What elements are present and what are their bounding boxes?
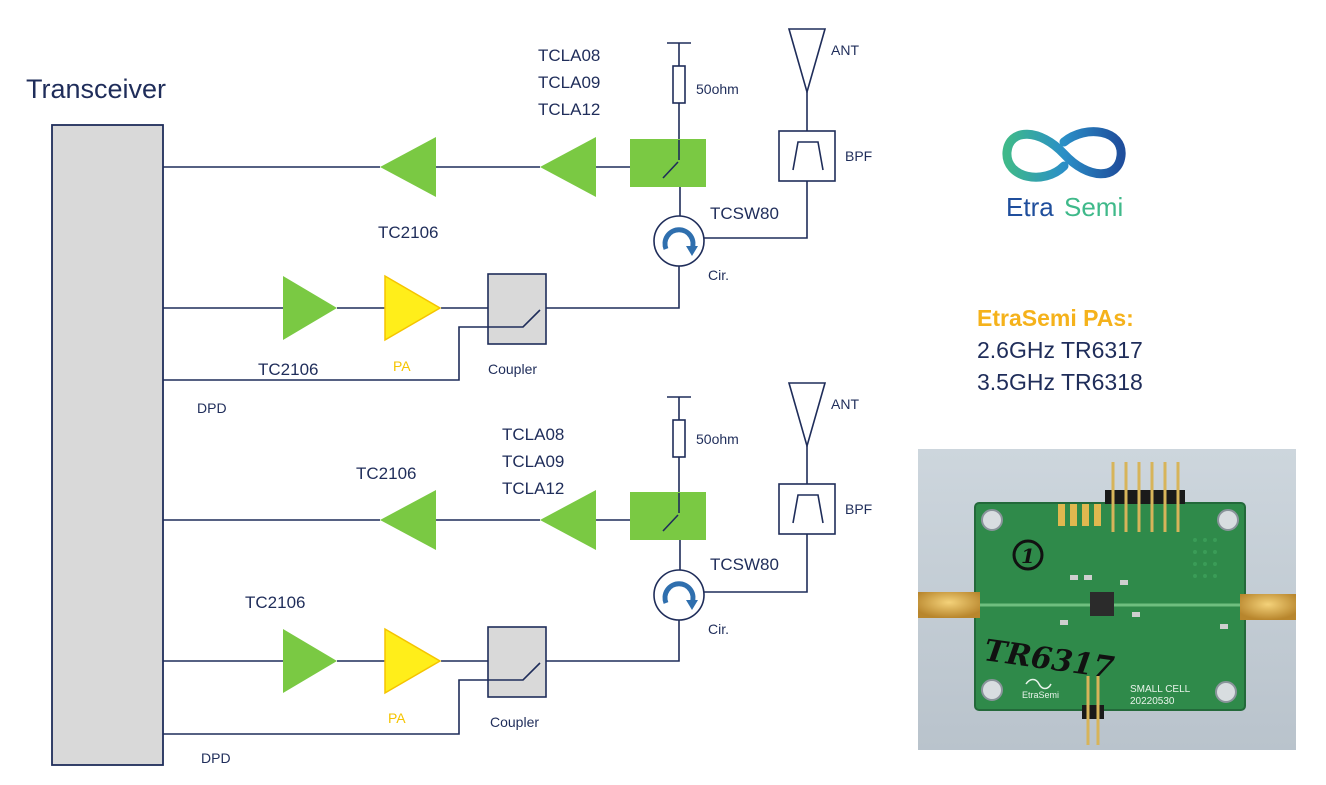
- silk-title: SMALL CELL: [1130, 684, 1191, 695]
- termination-resistor: [672, 65, 686, 104]
- screw-icon: [981, 509, 1003, 531]
- antenna-feed: [704, 534, 808, 593]
- pin-header: [1105, 490, 1185, 504]
- rx-amplifier-label: TC2106: [356, 464, 416, 483]
- screw-icon: [981, 679, 1003, 701]
- lna-part-label: TCLA08: [502, 425, 564, 444]
- screw-icon: [1215, 681, 1237, 703]
- silk-date: 20220530: [1130, 696, 1175, 707]
- switch-contacts: [662, 493, 681, 575]
- tx-line: [163, 620, 680, 662]
- switch-label: TCSW80: [710, 204, 779, 223]
- rf-switch: [630, 139, 706, 187]
- coupler-label: Coupler: [490, 714, 539, 730]
- rx-amplifier-label: TC2106: [378, 223, 438, 242]
- silk-logo: EtraSemi: [1022, 690, 1059, 700]
- circulator-label: Cir.: [708, 621, 729, 637]
- tx-driver-amplifier: [283, 629, 337, 693]
- smd-components: [1060, 575, 1228, 629]
- bandpass-filter: [778, 130, 836, 182]
- antenna-feed: [704, 181, 808, 239]
- power-amplifier: [384, 627, 442, 695]
- header-pins: [1111, 462, 1180, 532]
- circulator: [653, 569, 705, 621]
- rf-chain-1: 50ohm TCLA08 TCLA09 TCLA12 TC2106 TCSW80…: [163, 28, 872, 416]
- tx-line: [163, 266, 680, 309]
- pa-chip: [1090, 592, 1114, 616]
- circulator-label: Cir.: [708, 267, 729, 283]
- lna-amplifier: [540, 137, 596, 197]
- bpf-label: BPF: [845, 148, 872, 164]
- logo-text-etra: Etra: [1006, 192, 1054, 222]
- screw-icon: [1217, 509, 1239, 531]
- dpd-feedback-line: [163, 679, 505, 735]
- transceiver-title: Transceiver: [26, 74, 166, 104]
- bpf-symbol: [792, 494, 824, 524]
- switch-label: TCSW80: [710, 555, 779, 574]
- pa-list-item: 3.5GHz TR6318: [977, 369, 1143, 395]
- circulator-arrow-icon: [662, 227, 696, 250]
- termination-resistor: [672, 419, 686, 458]
- logo-text-semi: Semi: [1064, 192, 1123, 222]
- coupler-label: Coupler: [488, 361, 537, 377]
- lna-amplifier: [540, 490, 596, 550]
- pa-label: PA: [388, 710, 406, 726]
- rx-amplifier: [380, 490, 436, 550]
- infinity-logo-icon: [1002, 127, 1126, 182]
- lna-part-label: TCLA12: [502, 479, 564, 498]
- dpd-feedback-line: [163, 326, 505, 381]
- handwritten-number: 1: [1021, 544, 1035, 568]
- termination-label: 50ohm: [696, 81, 739, 97]
- circulator-arrowhead-icon: [686, 600, 698, 610]
- rf-chain-2: 50ohm TCLA08 TCLA09 TCLA12 TC2106 TCSW80…: [163, 382, 872, 766]
- antenna-label: ANT: [831, 42, 859, 58]
- lna-part-label: TCLA09: [502, 452, 564, 471]
- pa-list-item: 2.6GHz TR6317: [977, 337, 1143, 363]
- sma-connector-left: [918, 592, 980, 618]
- circulator-arrowhead-icon: [686, 246, 698, 256]
- transceiver-block: [51, 124, 164, 766]
- bpf-symbol: [792, 141, 824, 171]
- bottom-pins: [1086, 676, 1100, 745]
- silk-logo-icon: [1025, 678, 1052, 690]
- lna-part-label: TCLA09: [538, 73, 600, 92]
- bandpass-filter: [778, 483, 836, 535]
- dpd-label: DPD: [197, 400, 227, 416]
- coupler-switch: [505, 309, 541, 328]
- sma-connector-right: [1240, 594, 1296, 620]
- lna-part-label: TCLA08: [538, 46, 600, 65]
- coupler: [487, 273, 547, 345]
- coupler: [487, 626, 547, 698]
- tx-driver-label: TC2106: [245, 593, 305, 612]
- pa-heading: EtraSemi PAs:: [977, 305, 1134, 331]
- rf-switch: [630, 492, 706, 540]
- antenna-icon: [787, 28, 827, 95]
- coupler-switch: [505, 662, 541, 681]
- pa-label: PA: [393, 358, 411, 374]
- via-grid: [1193, 538, 1217, 578]
- tx-driver-amplifier: [283, 276, 337, 340]
- circulator: [653, 215, 705, 267]
- bottom-header: [1082, 705, 1104, 719]
- antenna-icon: [787, 382, 827, 449]
- power-amplifier: [384, 274, 442, 342]
- gold-pads: [1058, 504, 1101, 526]
- dpd-label: DPD: [201, 750, 231, 766]
- lna-part-label: TCLA12: [538, 100, 600, 119]
- circulator-arrow-icon: [662, 581, 696, 604]
- board-photo: 1 TR6317 EtraSemi SMALL CELL 20220530: [918, 449, 1296, 750]
- termination-label: 50ohm: [696, 431, 739, 447]
- tx-driver-label: TC2106: [258, 360, 318, 379]
- rx-amplifier: [380, 137, 436, 197]
- etrasemi-logo: Etra Semi: [1002, 127, 1126, 222]
- bpf-label: BPF: [845, 501, 872, 517]
- antenna-label: ANT: [831, 396, 859, 412]
- handwritten-circle: [1012, 539, 1044, 571]
